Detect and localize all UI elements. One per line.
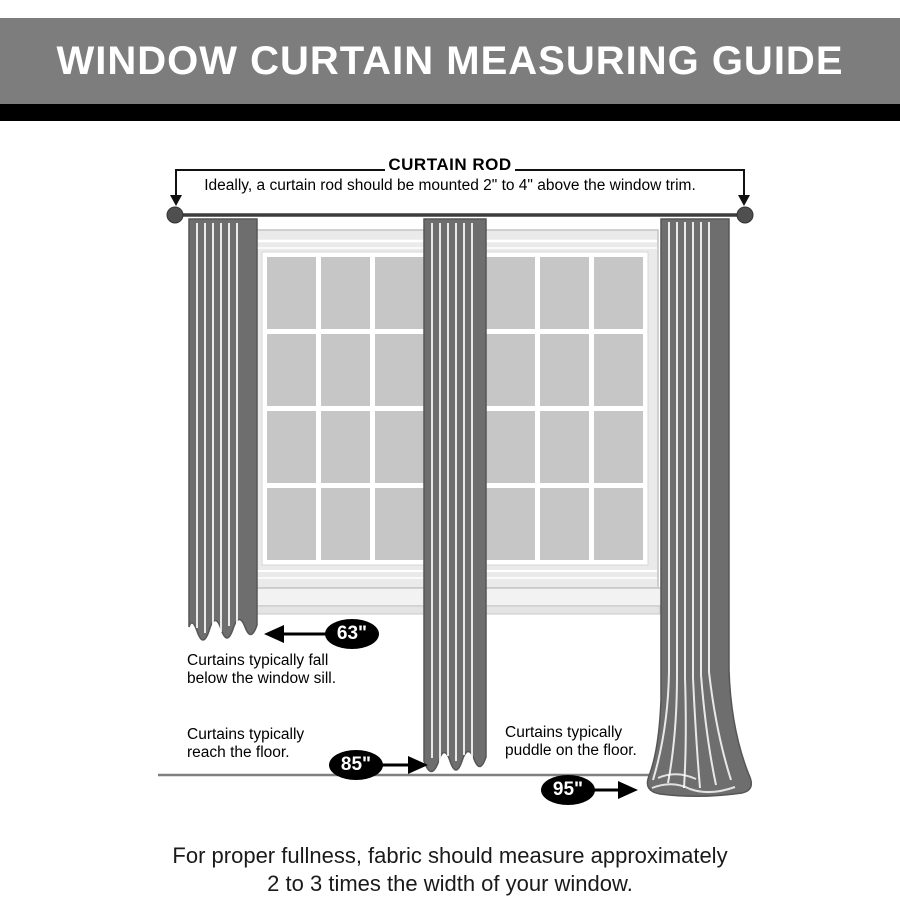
rod-callout-arrows (170, 169, 750, 206)
floor-caption: Curtains typically reach the floor. (187, 726, 304, 762)
curtain-rod-note: Ideally, a curtain rod should be mounted… (204, 177, 696, 194)
measurement-arrows (264, 625, 638, 799)
footer-text-line1: For proper fullness, fabric should measu… (172, 843, 728, 868)
measurement-badge-85: 85" (329, 750, 383, 780)
sill-caption-line1: Curtains typically fall (187, 652, 329, 669)
floor-caption-line2: reach the floor. (187, 744, 290, 761)
rod-finial-right (736, 206, 754, 224)
curtain-rod (166, 206, 754, 224)
puddle-caption: Curtains typically puddle on the floor. (505, 724, 637, 760)
right-curtain (646, 218, 753, 797)
curtain-rod-label: CURTAIN ROD (388, 155, 512, 174)
header-divider (0, 104, 900, 121)
window-panes-right (486, 257, 643, 560)
header-banner: WINDOW CURTAIN MEASURING GUIDE (0, 18, 900, 104)
sill-caption: Curtains typically fall below the window… (187, 652, 336, 688)
page-title: WINDOW CURTAIN MEASURING GUIDE (56, 38, 844, 83)
left-curtain (188, 218, 258, 641)
puddle-caption-line2: puddle on the floor. (505, 742, 637, 759)
sill-caption-line2: below the window sill. (187, 670, 337, 687)
window-panes-left (267, 257, 424, 560)
puddle-caption-line1: Curtains typically (505, 724, 623, 741)
measurement-badge-95: 95" (541, 775, 595, 805)
middle-curtain (423, 218, 487, 773)
rod-finial-left (166, 206, 184, 224)
floor-caption-line1: Curtains typically (187, 726, 305, 743)
measurement-badge-63: 63" (325, 619, 379, 649)
footer-text-line2: 2 to 3 times the width of your window. (267, 871, 633, 896)
